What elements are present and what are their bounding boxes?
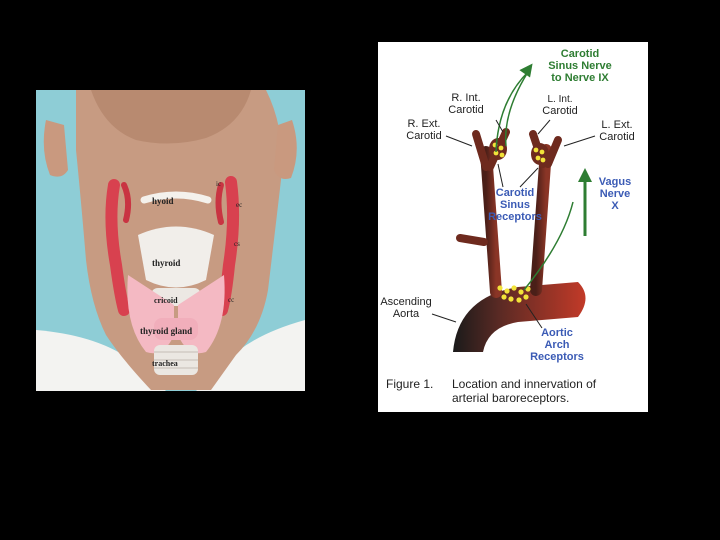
label-ic: ic <box>216 180 221 188</box>
figure-caption: Figure 1. Location and innervation of ar… <box>386 377 597 405</box>
label-carotid-sinus-receptors: Carotid Sinus Receptors <box>488 187 542 223</box>
neck-anatomy-image: hyoid thyroid cricoid thyroid gland trac… <box>36 90 305 391</box>
r-int-carotid-line1: R. Int. <box>451 92 480 104</box>
ascending-aorta-line1: Ascending <box>380 296 431 308</box>
caption-line1: Location and innervation of <box>452 377 597 391</box>
pointer-sinus-right <box>498 164 503 187</box>
label-r-int-carotid: R. Int. Carotid <box>448 92 483 116</box>
right-carotid-sinus-receptors <box>489 138 507 160</box>
caption-figure-label: Figure 1. <box>386 377 433 391</box>
aortic-arch-receptors-line3: Receptors <box>530 351 584 363</box>
aortic-arch-receptors-line1: Aortic <box>541 327 573 339</box>
vagus-nerve-arrow <box>578 168 592 182</box>
right-external-carotid <box>476 134 486 167</box>
aortic-arch-receptors-line2: Arch <box>544 339 569 351</box>
carotid-sinus-receptors-line3: Receptors <box>488 211 542 223</box>
left-internal-carotid <box>219 185 222 222</box>
label-vagus-nerve: Vagus Nerve X <box>599 176 631 212</box>
l-int-carotid-line2: Carotid <box>542 105 577 117</box>
r-ext-carotid-line1: R. Ext. <box>407 118 440 130</box>
thyroid-cartilage <box>138 227 214 288</box>
label-hyoid: hyoid <box>152 196 174 206</box>
left-carotid-sinus-receptors <box>531 143 549 165</box>
carotid-sinus-receptors-line2: Sinus <box>500 199 530 211</box>
carotid-sinus-receptors-line1: Carotid <box>496 187 535 199</box>
label-carotid-sinus-nerve: Carotid Sinus Nerve to Nerve IX <box>548 48 612 84</box>
label-cricoid: cricoid <box>154 296 178 305</box>
carotid-sinus-nerve-arrow <box>519 59 537 77</box>
pointer-l-ext <box>564 136 595 146</box>
label-aortic-arch-receptors: Aortic Arch Receptors <box>530 327 584 363</box>
left-external-carotid <box>548 140 558 164</box>
ascending-aorta-line2: Aorta <box>393 308 420 320</box>
caption-line2: arterial baroreceptors. <box>452 391 569 405</box>
label-thyroid: thyroid <box>152 258 180 268</box>
label-cc: cc <box>228 296 234 304</box>
label-l-int-carotid: L. Int. Carotid <box>542 94 577 117</box>
label-ascending-aorta: Ascending Aorta <box>380 296 431 320</box>
carotid-sinus-nerve-line2: Sinus Nerve <box>548 60 612 72</box>
pointer-sinus-left <box>520 168 538 187</box>
r-ext-carotid-line2: Carotid <box>406 130 441 142</box>
carotid-sinus-nerve-line3: to Nerve IX <box>551 72 609 84</box>
neck-anatomy-illustration: hyoid thyroid cricoid thyroid gland trac… <box>36 90 305 391</box>
l-ext-carotid-line1: L. Ext. <box>601 119 632 131</box>
baroreceptor-diagram-svg: Carotid Sinus Nerve to Nerve IX R. Int. … <box>378 42 648 412</box>
l-ext-carotid-line2: Carotid <box>599 131 634 143</box>
vagus-nerve-line3: X <box>611 200 619 212</box>
right-subclavian-branch <box>460 238 484 242</box>
baroreceptor-diagram: Carotid Sinus Nerve to Nerve IX R. Int. … <box>378 42 648 412</box>
label-cs: cs <box>234 240 240 248</box>
label-thyroid-gland: thyroid gland <box>140 326 192 336</box>
pointer-r-ext <box>446 136 472 146</box>
pointer-l-int <box>538 120 550 134</box>
vagus-nerve-line2: Nerve <box>600 188 631 200</box>
carotid-sinus-nerve-line1: Carotid <box>561 48 600 60</box>
label-r-ext-carotid: R. Ext. Carotid <box>406 118 441 142</box>
vagus-nerve-line1: Vagus <box>599 176 631 188</box>
r-int-carotid-line2: Carotid <box>448 104 483 116</box>
label-l-ext-carotid: L. Ext. Carotid <box>599 119 634 143</box>
label-trachea: trachea <box>152 359 178 368</box>
l-int-carotid-line1: L. Int. <box>547 94 572 105</box>
pointer-ascending-aorta <box>432 314 456 322</box>
label-ec: ec <box>236 201 242 209</box>
